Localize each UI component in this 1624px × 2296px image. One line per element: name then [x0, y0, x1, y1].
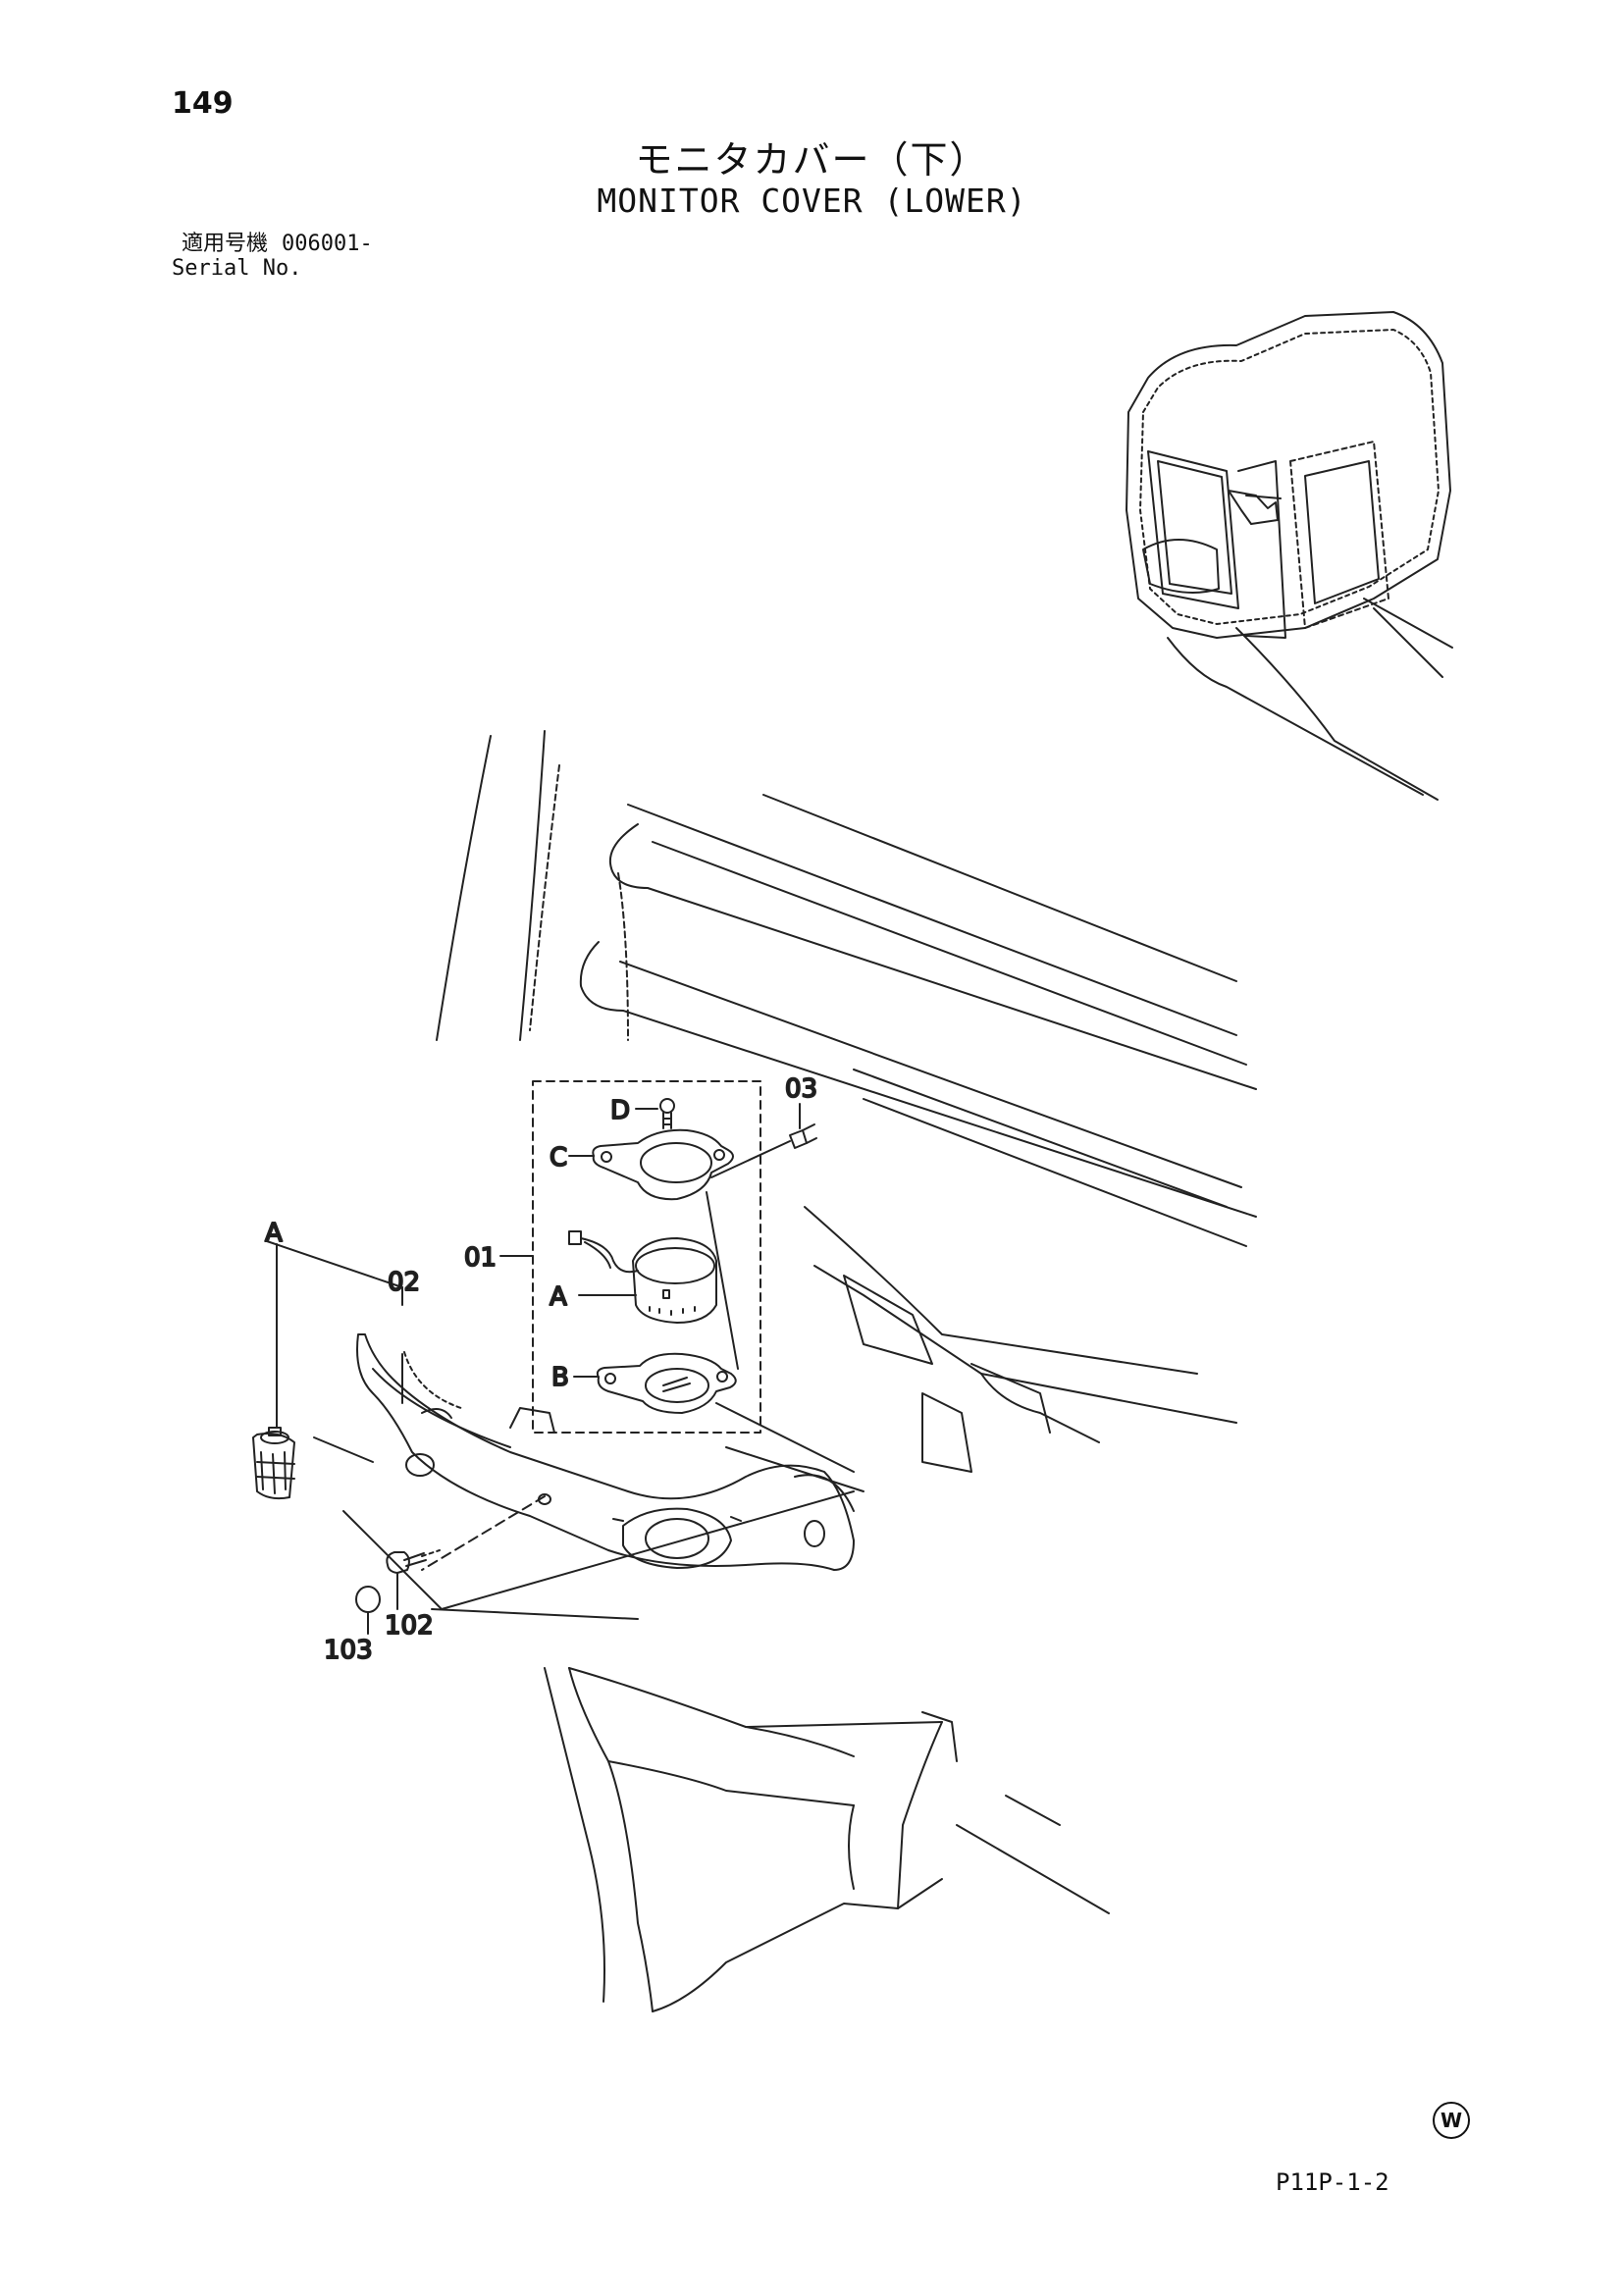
title-english: MONITOR COVER (LOWER)	[597, 182, 1027, 220]
title-japanese: モニタカバー（下）	[635, 138, 989, 182]
callout-01: 01	[464, 1243, 497, 1273]
item-03-bolt	[706, 1103, 817, 1370]
item-102-screw	[386, 1549, 441, 1610]
lower-console-cover	[544, 1667, 1110, 2012]
cab-overview-drawing	[1126, 311, 1453, 801]
serial-label-english: Serial No.	[172, 256, 302, 281]
cab-interior-frame	[436, 730, 1257, 1473]
callout-sub-a-meter: A	[550, 1282, 567, 1312]
component-c-bezel	[568, 1128, 734, 1201]
component-d-screw	[635, 1098, 675, 1129]
callout-sub-c: C	[550, 1143, 567, 1173]
w-circle-mark: W	[1433, 2102, 1470, 2139]
collar-part-a	[252, 1243, 295, 1500]
callout-103: 103	[324, 1636, 373, 1665]
callout-02: 02	[388, 1268, 420, 1297]
page-number: 149	[172, 86, 234, 121]
callout-sub-b: B	[551, 1363, 569, 1392]
figure-code: P11P-1-2	[1276, 2168, 1389, 2196]
callout-sub-a-collar: A	[265, 1219, 283, 1248]
callout-102: 102	[385, 1611, 434, 1641]
item-103-cap	[355, 1586, 381, 1635]
serial-label-japanese: 適用号機	[182, 232, 269, 256]
callout-sub-d: D	[610, 1096, 630, 1125]
component-a-meter	[568, 1230, 717, 1324]
callout-03: 03	[785, 1074, 817, 1104]
component-b-housing	[573, 1352, 737, 1414]
item-02-lower-cover	[266, 1240, 864, 1620]
serial-number-block: 適用号機 006001- Serial No.	[172, 232, 373, 281]
serial-value: 006001-	[282, 232, 373, 256]
